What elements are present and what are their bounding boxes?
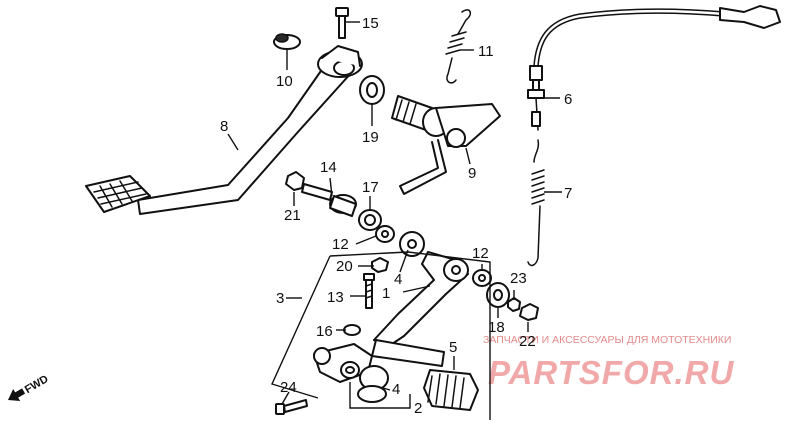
callout-8: 8 [220,118,228,135]
callout-2: 2 [414,400,422,417]
washer-19 [359,75,385,105]
washer-18 [486,282,510,308]
callout-20: 20 [336,258,353,275]
callout-4-bottom: 4 [392,381,400,398]
callout-16: 16 [316,323,333,340]
fwd-indicator: FWD [8,373,51,402]
callout-3: 3 [276,290,284,307]
shift-rubber [423,369,479,411]
callout-19: 19 [362,129,379,146]
bolt-13 [363,273,375,309]
shift-joint [313,343,373,383]
washer-12b [472,269,492,287]
grease-cap [273,33,301,50]
fwd-arrow-icon [8,388,26,402]
callout-24: 24 [280,379,297,396]
nut-21 [285,171,305,191]
washer-12a [375,225,395,243]
callout-12-left: 12 [332,236,349,253]
return-spring [445,9,472,84]
callout-21: 21 [284,207,301,224]
pivot-bolt [335,7,349,39]
nut-22 [519,303,539,321]
brake-arm [391,95,501,195]
callout-4-top: 4 [394,271,402,288]
washer-16 [343,324,361,336]
watermark-tagline: ЗАПЧАСТИ И АКСЕССУАРЫ ДЛЯ МОТОТЕХНИКИ [483,334,731,346]
brake-pedal [85,45,363,215]
leader-lines [227,21,562,405]
collar-17 [358,209,382,231]
nut-20 [371,257,389,273]
bolt-24 [275,399,308,415]
assembly-bracket-3 [271,251,491,420]
callout-10: 10 [276,73,293,90]
callout-22: 22 [519,333,536,350]
adjuster-rod [301,183,357,217]
callout-15: 15 [362,15,379,32]
callout-23: 23 [510,270,527,287]
callout-1: 1 [382,285,390,302]
joint-boot [357,365,389,403]
callout-13: 13 [327,289,344,306]
callout-6: 6 [564,91,572,108]
assembly-bracket-2 [349,382,411,409]
brake-cable [527,5,781,131]
callout-14: 14 [320,159,337,176]
callout-18: 18 [488,319,505,336]
gearshift-pedal [371,231,469,367]
watermark-brand: PARTSFOR.RU [488,354,734,391]
watermark: ЗАПЧАСТИ И АКСЕССУАРЫ ДЛЯ МОТОТЕХНИКИ PA… [483,334,734,391]
pedal-tread-pattern [93,180,147,208]
callout-7: 7 [564,185,572,202]
callout-11: 11 [478,43,494,60]
fwd-label: FWD [23,373,51,396]
callout-12-right: 12 [472,245,489,262]
callout-numbers: 15 10 11 19 9 6 7 8 14 17 21 12 12 20 4 … [220,15,572,417]
callout-9: 9 [468,165,476,182]
brake-spring [527,139,545,267]
callout-17: 17 [362,179,379,196]
callout-5: 5 [449,339,457,356]
